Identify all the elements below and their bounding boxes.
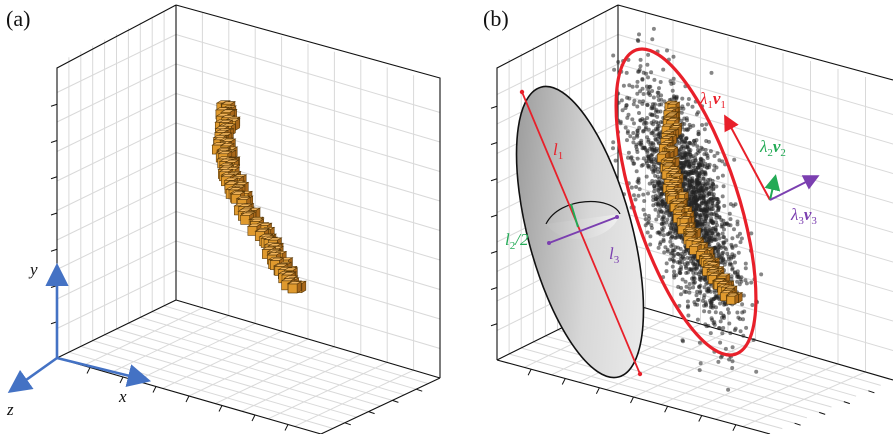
axes-triad: y x z	[6, 260, 152, 419]
panel-b-ticks	[490, 105, 875, 431]
panel-a-back-wall-grid	[175, 12, 441, 371]
z-axis-arrow	[7, 356, 58, 394]
panel-a-floor-grid	[68, 305, 429, 429]
panel-a-left-wall-grid	[56, 10, 177, 353]
eigenvectors	[724, 114, 820, 201]
l2-axis-line	[570, 203, 579, 228]
y-axis-label: y	[28, 260, 38, 279]
l1-axis-line	[521, 91, 641, 375]
panel-a-ticks	[50, 103, 423, 431]
label-l1: l1	[553, 140, 563, 162]
panel-a-voxel-shape	[211, 100, 307, 294]
l3-axis-line	[548, 216, 618, 244]
fitted-ellipse	[614, 47, 758, 357]
x-axis-arrow	[56, 356, 152, 387]
lambda3-arrow	[769, 175, 820, 201]
label-l2-half: l2/2	[505, 230, 529, 252]
panel-b: (b)	[483, 4, 893, 434]
label-l3: l3	[609, 244, 620, 266]
panel-a-label: (a)	[6, 6, 30, 31]
x-axis-label: x	[118, 387, 127, 406]
panel-b-voxel-shape	[656, 100, 744, 305]
ellipsoid	[515, 85, 645, 379]
panel-a: (a) y x z	[6, 4, 441, 434]
lambda1-arrow	[724, 114, 771, 201]
z-axis-label: z	[6, 400, 14, 419]
panel-b-label: (b)	[483, 6, 509, 31]
ellipsoid-cross-section	[545, 200, 621, 225]
lambda2-arrow	[764, 174, 781, 201]
label-lambda3-v3: λ3v3	[790, 205, 817, 227]
label-lambda1-v1: λ1v1	[699, 89, 726, 111]
label-lambda2-v2: λ2v2	[759, 137, 786, 159]
